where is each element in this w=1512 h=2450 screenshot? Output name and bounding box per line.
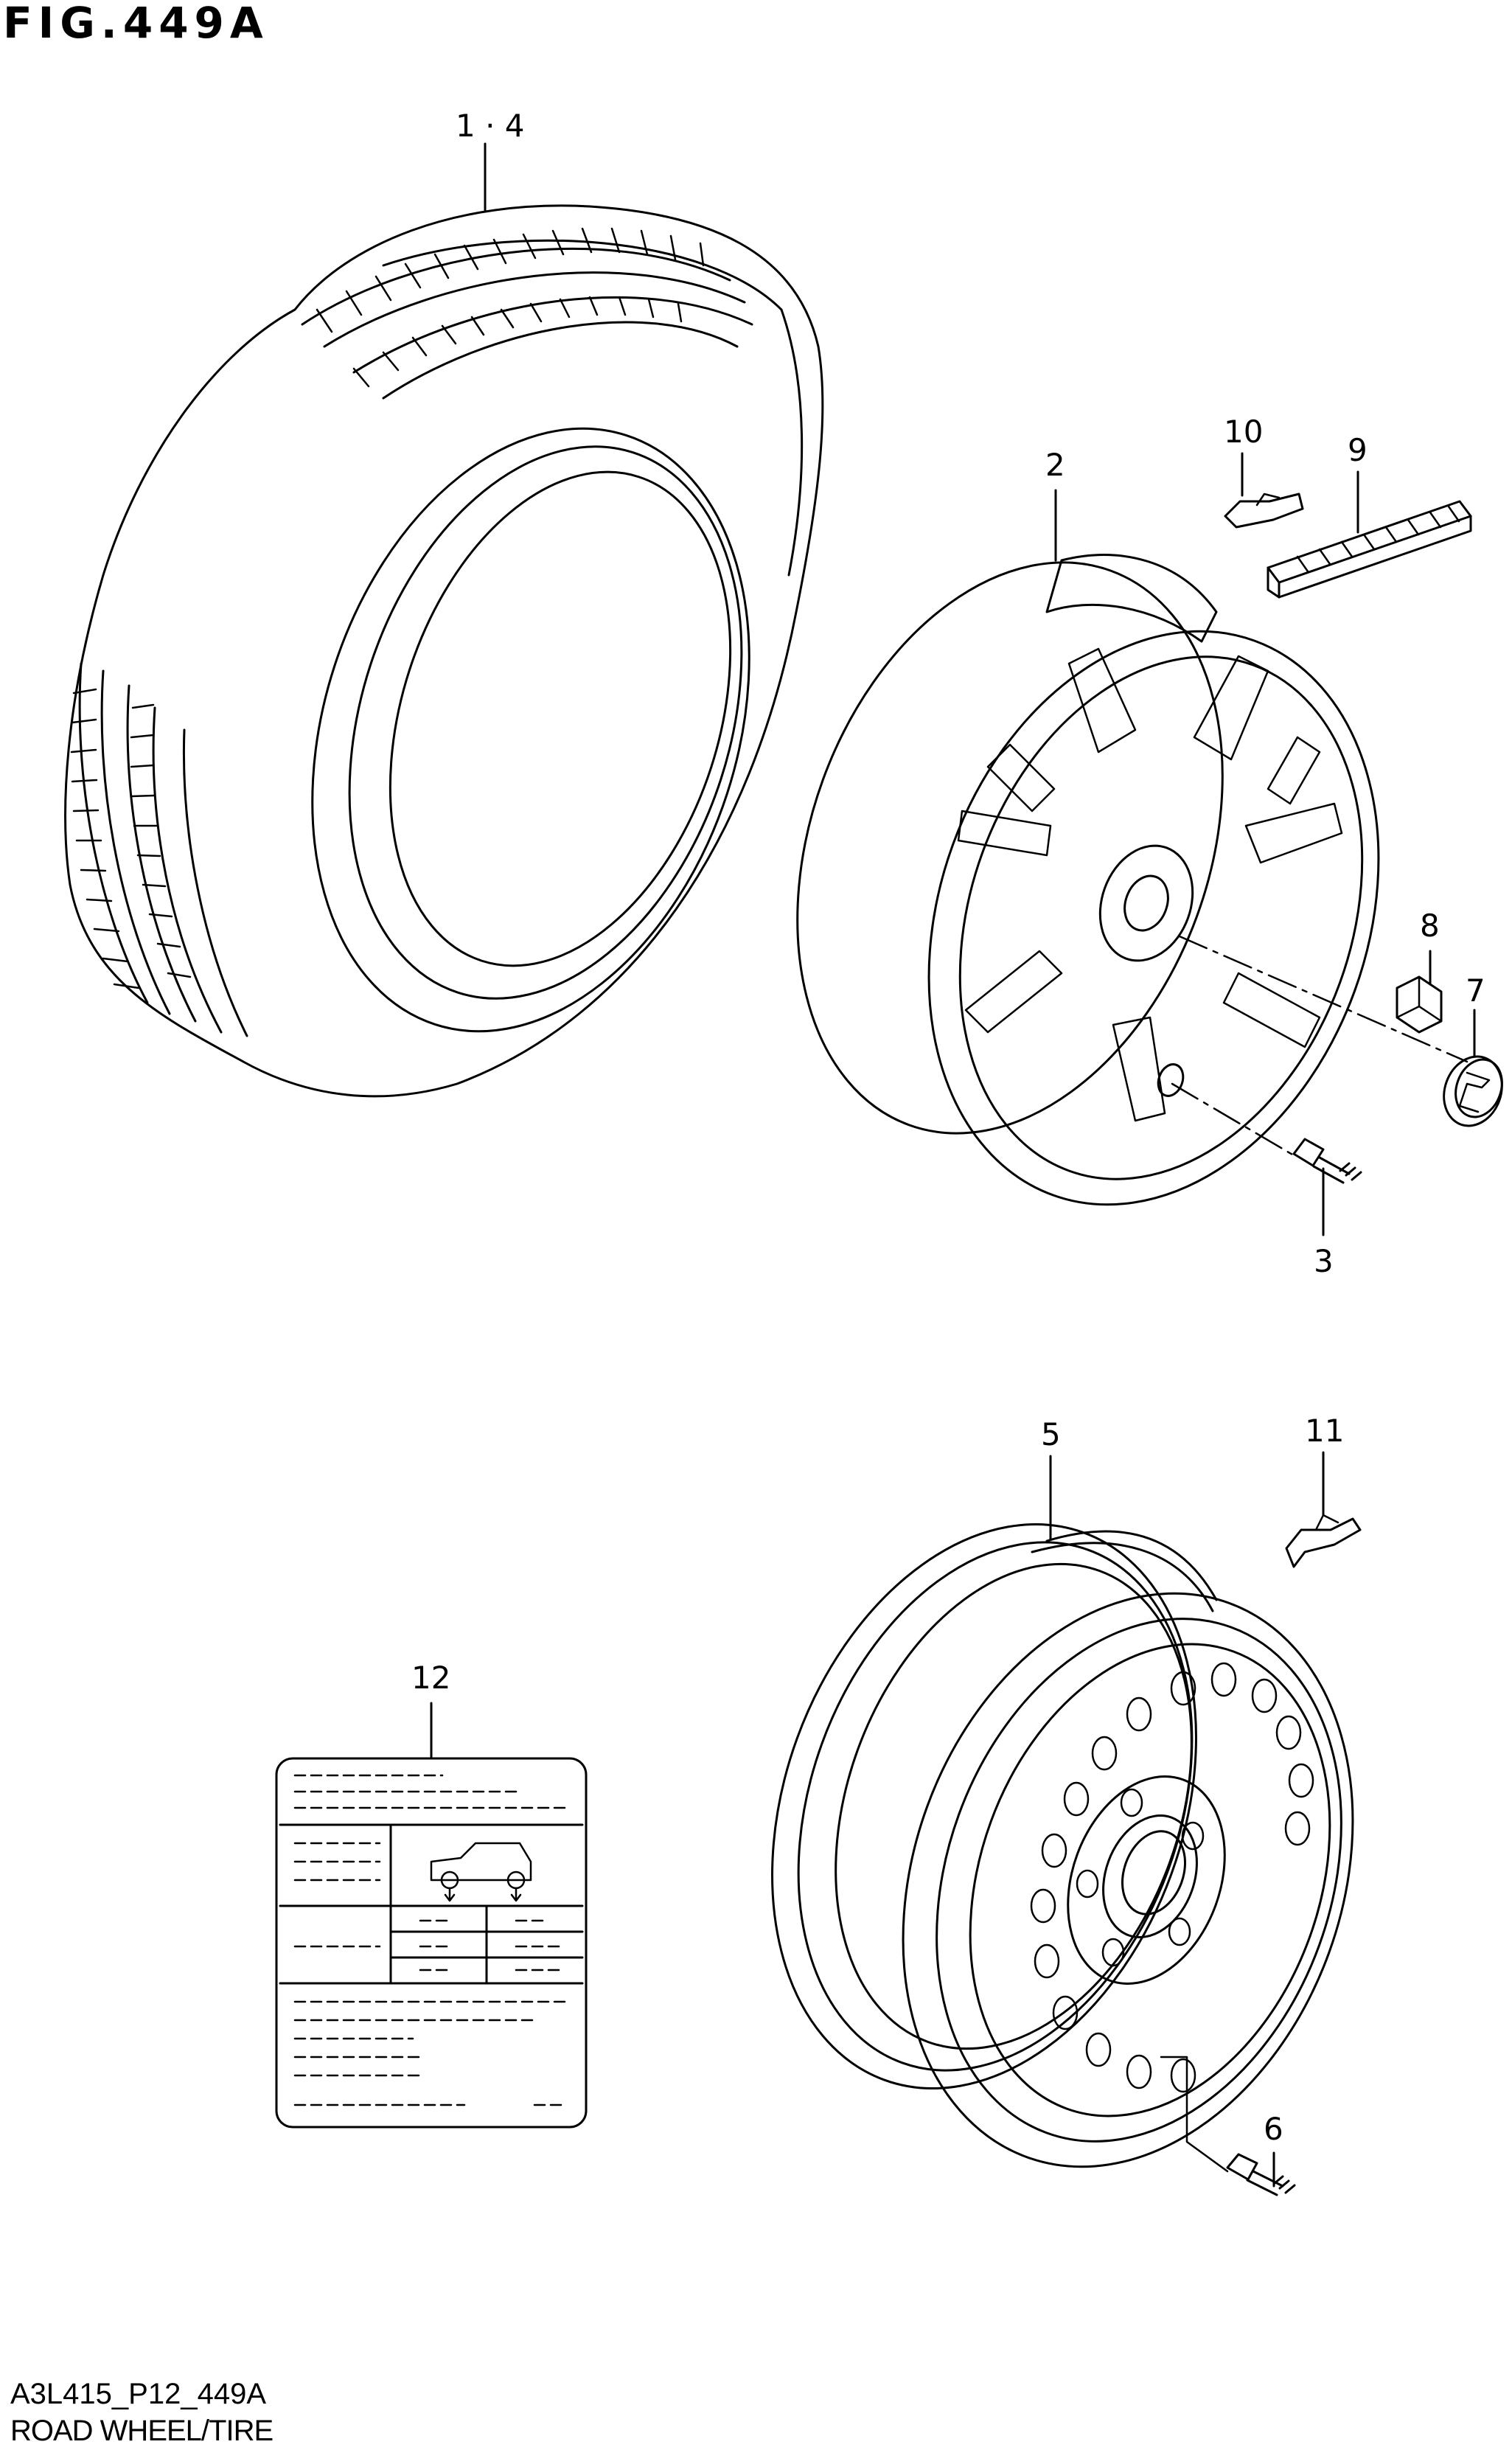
spare-steel-wheel[interactable] [697, 1464, 1429, 2230]
spare-wheel-callout: 5 [1041, 1416, 1061, 1452]
wheel-callout: 2 [1045, 447, 1065, 483]
center-cap-callout: 7 [1466, 972, 1485, 1009]
tire-callout: 1 · 4 [456, 108, 525, 144]
spare-weight-clip[interactable] [1285, 1514, 1362, 1568]
tire-bead-opening [311, 427, 750, 1033]
valve-callout: 3 [1314, 1243, 1334, 1279]
figure-name: ROAD WHEEL/TIRE [10, 2415, 274, 2447]
figure-code: A3L415_P12_449A [10, 2378, 266, 2410]
spare-wheel-face [902, 1592, 1354, 2168]
tire-pressure-label[interactable] [275, 1757, 588, 2129]
figure-title: FIG.449A [3, 0, 269, 48]
balance-weight-strip-callout: 9 [1348, 432, 1368, 468]
alloy-wheel-face [927, 630, 1380, 1206]
center-cap[interactable] [1435, 1048, 1511, 1134]
balance-weight-clip-callout: 10 [1224, 414, 1263, 450]
spare-weight-clip-callout: 11 [1305, 1413, 1344, 1449]
label-callout: 12 [411, 1660, 450, 1696]
valve[interactable] [1292, 1138, 1362, 1184]
balance-weight-strip[interactable] [1267, 500, 1472, 599]
car-icon [430, 1842, 532, 1902]
alloy-wheel[interactable] [722, 503, 1455, 1268]
balance-weight-clip[interactable] [1224, 493, 1304, 529]
nut-callout: 8 [1420, 908, 1440, 944]
spare-valve-callout: 6 [1264, 2111, 1283, 2147]
nut[interactable] [1396, 975, 1443, 1034]
tire[interactable] [64, 204, 824, 1098]
spare-valve[interactable] [1226, 2153, 1296, 2196]
